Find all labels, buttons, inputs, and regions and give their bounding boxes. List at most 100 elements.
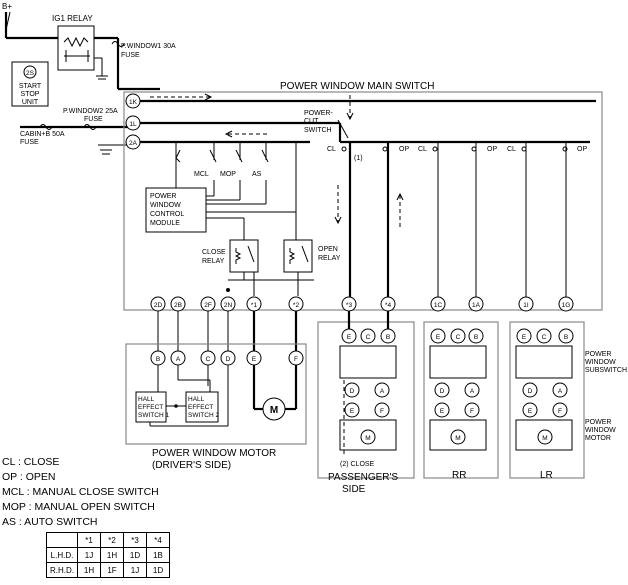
svg-text:OP: OP xyxy=(487,146,497,153)
lr-subswitch-enclosure xyxy=(509,321,585,479)
bottom-pin-1c: 1C xyxy=(430,296,446,312)
svg-text:A: A xyxy=(380,388,385,395)
table-cell: 1J xyxy=(77,547,101,563)
svg-text:SWITCH: SWITCH xyxy=(304,127,332,134)
svg-text:FUSE: FUSE xyxy=(121,52,140,59)
table-cell: 1J xyxy=(123,562,147,578)
legend-as: AS : AUTO SWITCH xyxy=(2,516,98,528)
svg-text:RELAY: RELAY xyxy=(318,255,341,262)
svg-text:POWER: POWER xyxy=(150,193,176,200)
svg-text:2S: 2S xyxy=(26,70,35,77)
rr-sub-pin-a: A xyxy=(464,382,480,398)
svg-text:E: E xyxy=(522,334,527,341)
table-header-cell: *1 xyxy=(77,532,101,548)
table-row: L.H.D. 1J 1H 1D 1B xyxy=(46,547,170,563)
table-cell: 1B xyxy=(146,547,170,563)
motor-label-2: WINDOW xyxy=(585,427,616,434)
svg-text:1L: 1L xyxy=(129,121,137,128)
svg-text:CL: CL xyxy=(327,146,336,153)
driver-window-motor: M xyxy=(262,397,286,421)
ig1-relay xyxy=(57,25,95,71)
svg-text:C: C xyxy=(456,334,461,341)
bottom-pin-1g: 1G xyxy=(558,296,574,312)
svg-text:CONTROL: CONTROL xyxy=(150,211,184,218)
svg-text:B: B xyxy=(156,356,160,363)
svg-text:CL: CL xyxy=(418,146,427,153)
svg-text:A: A xyxy=(470,388,475,395)
legend-op: OP : OPEN xyxy=(2,471,56,483)
driver-motor-label-2: (DRIVER'S SIDE) xyxy=(152,460,231,471)
svg-text:B: B xyxy=(564,334,568,341)
main-switch-enclosure xyxy=(123,91,603,311)
table-cell: 1F xyxy=(100,562,124,578)
bottom-pin-s2: *2 xyxy=(288,296,304,312)
table-cell: 1D xyxy=(123,547,147,563)
subswitch-label-3: SUBSWITCH xyxy=(585,367,627,374)
svg-text:*3: *3 xyxy=(346,302,353,309)
legend-mop: MOP : MANUAL OPEN SWITCH xyxy=(2,501,155,513)
lr-motor-pin-f: F xyxy=(552,402,568,418)
svg-text:HALL: HALL xyxy=(188,396,205,403)
svg-text:2D: 2D xyxy=(154,302,163,309)
rr-sub-pin-e: E xyxy=(430,328,446,344)
svg-text:FUSE: FUSE xyxy=(84,116,103,123)
open-relay: OPEN RELAY xyxy=(283,239,341,273)
svg-text:D: D xyxy=(528,388,533,395)
passengers-side-label-1: PASSENGER'S xyxy=(328,472,398,483)
main-pin-2a: 2A xyxy=(125,134,141,150)
rr-sub-pin-b: B xyxy=(468,328,484,344)
svg-text:F: F xyxy=(380,408,384,415)
svg-text:2B: 2B xyxy=(174,302,182,309)
svg-text:F: F xyxy=(294,356,298,363)
passenger-motor-pin-e: E xyxy=(344,402,360,418)
bottom-pin-1i: 1I xyxy=(518,296,534,312)
svg-text:D: D xyxy=(350,388,355,395)
bottom-pin-2n: 2N xyxy=(220,296,236,312)
table-header-cell: *4 xyxy=(146,532,170,548)
svg-text:B: B xyxy=(386,334,390,341)
svg-text:C: C xyxy=(366,334,371,341)
lr-sub-pin-b: B xyxy=(558,328,574,344)
passenger-subswitch-enclosure xyxy=(317,321,415,479)
svg-text:*1: *1 xyxy=(251,302,258,309)
rr-motor-pin-e: E xyxy=(434,402,450,418)
motor-label-3: MOTOR xyxy=(585,435,611,442)
svg-text:F: F xyxy=(470,408,474,415)
passenger-sub-pin-e: E xyxy=(341,328,357,344)
svg-text:D: D xyxy=(440,388,445,395)
svg-text:SWITCH 1: SWITCH 1 xyxy=(138,412,169,419)
passenger-sub-pin-d: D xyxy=(344,382,360,398)
table-cell: 1H xyxy=(100,547,124,563)
svg-text:1A: 1A xyxy=(472,302,481,309)
subswitch-label-1: POWER xyxy=(585,351,611,358)
rr-window-switch: CL OP xyxy=(507,146,587,153)
table-header-cell: *3 xyxy=(123,532,147,548)
svg-text:EFFECT: EFFECT xyxy=(138,404,163,411)
lr-sub-pin-e: E xyxy=(516,328,532,344)
hall-effect-switch-2: HALL EFFECT SWITCH 2 xyxy=(185,391,219,423)
passenger-sub-pin-a: A xyxy=(374,382,390,398)
bottom-pin-s1: *1 xyxy=(246,296,262,312)
note-close: (2) CLOSE xyxy=(340,461,375,468)
bottom-pin-s4: *4 xyxy=(380,296,396,312)
svg-text:2N: 2N xyxy=(224,302,233,309)
svg-text:P.WINDOW2 25A: P.WINDOW2 25A xyxy=(63,108,118,115)
bottom-pin-2f: 2F xyxy=(200,296,216,312)
svg-text:F: F xyxy=(558,408,562,415)
svg-text:E: E xyxy=(347,334,352,341)
pin-assignment-table: *1 *2 *3 *4 L.H.D. 1J 1H 1D 1B R.H.D. 1H… xyxy=(46,532,170,578)
passenger-motor-pin-f: F xyxy=(374,402,390,418)
svg-text:RELAY: RELAY xyxy=(202,258,225,265)
svg-text:CL: CL xyxy=(507,146,516,153)
svg-text:UNIT: UNIT xyxy=(22,99,39,106)
passenger-sub-pin-b: B xyxy=(380,328,396,344)
close-relay: CLOSE RELAY xyxy=(202,239,259,273)
svg-text:WINDOW: WINDOW xyxy=(150,202,181,209)
svg-text:1C: 1C xyxy=(434,302,443,309)
rr-subswitch-enclosure xyxy=(423,321,499,479)
driver-window-switch: CL OP (1) xyxy=(327,146,409,162)
svg-text:M: M xyxy=(365,435,370,442)
svg-text:D: D xyxy=(226,356,231,363)
svg-text:E: E xyxy=(440,408,445,415)
